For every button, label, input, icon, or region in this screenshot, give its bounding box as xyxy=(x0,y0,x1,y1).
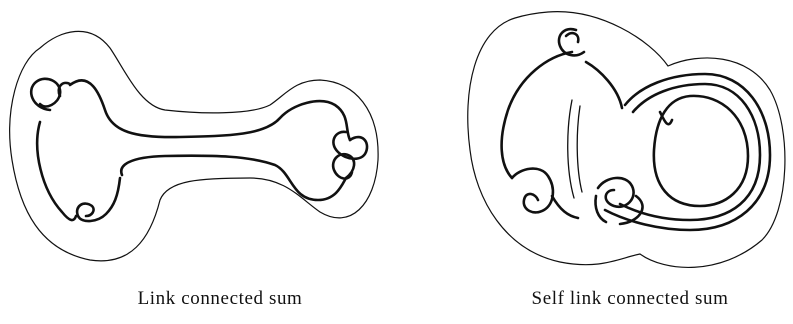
right-center-sliver-2 xyxy=(577,106,582,192)
left-surface-outline xyxy=(10,31,378,260)
right-top-strand xyxy=(586,62,622,108)
self-link-connected-sum-diagram xyxy=(468,12,785,268)
left-bottom-clasp xyxy=(77,178,120,221)
caption-self-link-connected-sum: Self link connected sum xyxy=(480,288,780,310)
right-bottom-mid-clasp xyxy=(598,178,634,207)
right-bottom-left-clasp xyxy=(512,169,553,213)
right-left-loop xyxy=(502,52,572,178)
left-outer-arc xyxy=(37,122,76,220)
right-top-clasp-2 xyxy=(566,33,578,42)
right-bottom-left-tail xyxy=(552,196,578,218)
right-inner-hole xyxy=(654,96,748,206)
left-right-clasp-lower xyxy=(333,154,354,178)
link-connected-sum-diagram xyxy=(10,31,378,260)
caption-link-connected-sum: Link connected sum xyxy=(70,288,370,310)
left-upper-strand xyxy=(70,80,350,140)
right-surface-outline xyxy=(468,12,785,268)
left-top-clasp xyxy=(31,79,60,110)
right-center-sliver xyxy=(568,100,574,198)
right-inner-gap xyxy=(660,112,672,124)
